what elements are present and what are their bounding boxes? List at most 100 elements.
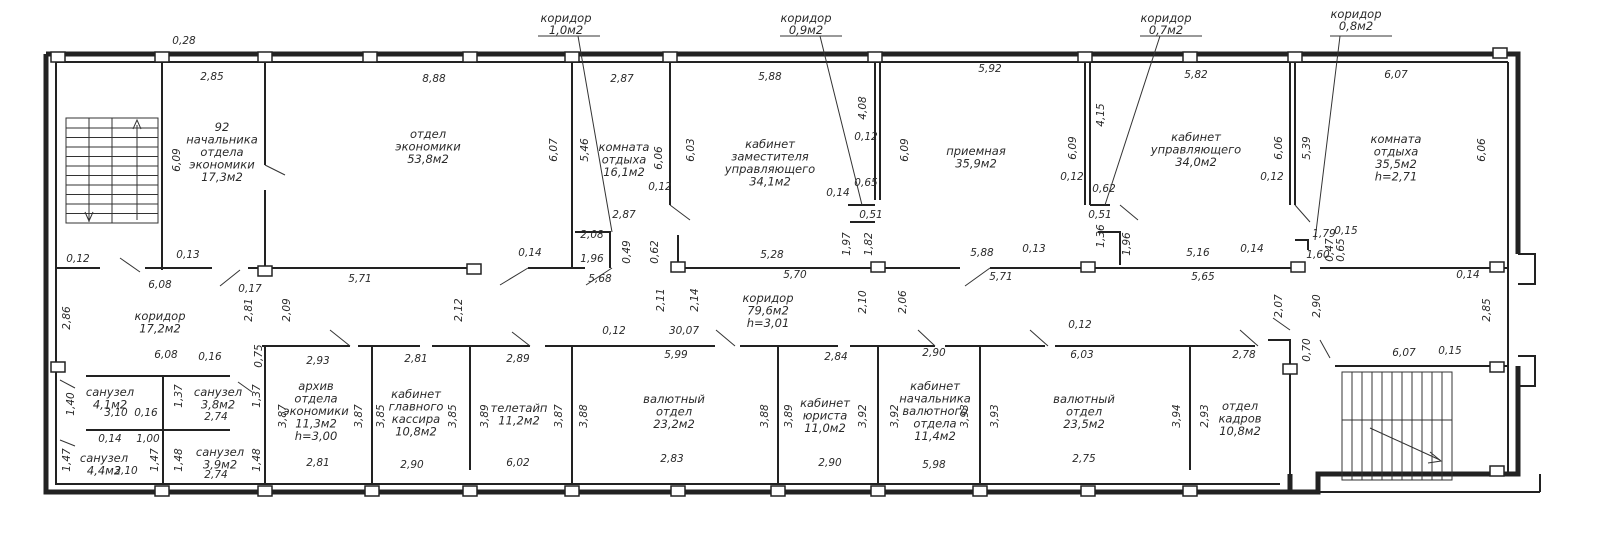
room-label-line: приемная [946, 144, 1006, 158]
room-label-line: экономики [283, 404, 349, 418]
column [870, 485, 886, 497]
dimension-label: 1,47 [149, 448, 161, 472]
room-label-line: 4,4м2 [87, 464, 121, 478]
dimension-label: 2,09 [281, 298, 293, 322]
room-label-line: управляющего [1150, 143, 1241, 157]
room-label-line: 3,9м2 [203, 458, 237, 472]
room-label-line: h=3,01 [747, 316, 790, 330]
dimension-label: 2,07 [1273, 294, 1285, 318]
dimension-label: 6,02 [506, 457, 530, 469]
room-label-line: юриста [803, 409, 848, 423]
dimension-label: 8,88 [422, 73, 446, 85]
dimension-label: 5,99 [664, 349, 688, 361]
dimension-label: 1,79 [1312, 228, 1336, 240]
dimension-label: 1,48 [251, 448, 263, 472]
room-label-line: отдел [1066, 405, 1103, 419]
column [466, 263, 482, 275]
room-label-line: h=3,00 [295, 429, 338, 443]
callout-label: коридор [1330, 7, 1381, 21]
dimension-label: 5,92 [978, 63, 1002, 75]
dimension-label: 4,15 [1095, 103, 1107, 127]
dimension-label: 6,06 [1273, 136, 1285, 160]
dimension-label: 5,71 [989, 271, 1012, 283]
room-label-line: санузел [194, 385, 243, 399]
room-label-line: кабинет [910, 379, 960, 393]
room-label-line: валютный [1053, 392, 1115, 406]
dimension-label: 2,85 [1481, 298, 1493, 322]
room-label-line: 23,5м2 [1063, 417, 1105, 431]
dimension-label: 1,96 [580, 253, 604, 265]
dimension-label: 6,06 [653, 146, 665, 170]
room-label-line: кабинет [391, 387, 441, 401]
callout-leaders [538, 35, 1392, 241]
room-label-line: комната [599, 140, 650, 154]
dimension-label: 5,39 [1301, 136, 1313, 160]
dimension-label: 0,16 [134, 407, 158, 419]
room-label-line: отдела [294, 392, 337, 406]
dimension-label: 3,10 [104, 407, 128, 419]
column [1290, 261, 1306, 273]
dimension-label: 0,12 [602, 325, 626, 337]
room-label-line: комната [1371, 132, 1422, 146]
dimension-label: 6,09 [1067, 136, 1079, 160]
dimension-label: 2,87 [610, 73, 634, 85]
dimension-label: 2,85 [200, 71, 224, 83]
room-label-line: 23,2м2 [653, 417, 695, 431]
dimension-label: 0,62 [1092, 183, 1116, 195]
columns [50, 47, 1508, 497]
dimension-label: 5,28 [760, 249, 784, 261]
dimension-label: 0,14 [518, 247, 541, 259]
dimension-label: 0,28 [172, 35, 196, 47]
dimension-label: 1,97 [841, 232, 853, 256]
dimension-label: 2,74 [204, 469, 227, 481]
room-label-line: отдел [656, 405, 693, 419]
dimension-label: 3,87 [553, 404, 565, 428]
dimension-label: 2,11 [655, 288, 667, 311]
column [564, 51, 580, 63]
stair-left [65, 117, 159, 224]
dimension-label: 1,37 [173, 384, 185, 408]
dimension-label: 0,70 [1301, 338, 1313, 362]
room-label-line: валютный [643, 392, 705, 406]
room-label-line: 11,2м2 [498, 414, 540, 428]
dimension-label: 2,86 [61, 306, 73, 330]
room-label-line: 11,0м2 [804, 421, 846, 435]
room-label-line: 11,4м2 [914, 429, 956, 443]
room-label-line: начальника [186, 133, 258, 147]
column [1077, 51, 1093, 63]
dimension-label: 2,87 [612, 209, 636, 221]
dimension-label: 0,15 [1334, 225, 1358, 237]
room-label-line: 35,9м2 [955, 157, 997, 171]
dimension-label: 6,08 [154, 349, 178, 361]
dimension-label: 3,88 [578, 404, 590, 428]
dimension-label: 1,82 [863, 232, 875, 256]
callout-label: 0,7м2 [1149, 23, 1183, 37]
dimension-label: 3,94 [1171, 404, 1183, 427]
dimension-label: 0,65 [854, 177, 878, 189]
column [50, 361, 66, 373]
callout-label: 0,8м2 [1339, 19, 1373, 33]
room-label-line: 34,1м2 [749, 175, 791, 189]
column [462, 51, 478, 63]
dimension-label: 5,68 [588, 273, 612, 285]
dimension-label: 2,06 [897, 290, 909, 314]
dimension-label: 6,09 [899, 138, 911, 162]
column [257, 265, 273, 277]
room-label-line: отдыха [1374, 145, 1419, 159]
dimension-label: 0,15 [1438, 345, 1462, 357]
dimension-label: 0,12 [1060, 171, 1084, 183]
dimension-label: 5,71 [348, 273, 371, 285]
column [1489, 465, 1505, 477]
dimension-label: 2,81 [243, 298, 255, 321]
